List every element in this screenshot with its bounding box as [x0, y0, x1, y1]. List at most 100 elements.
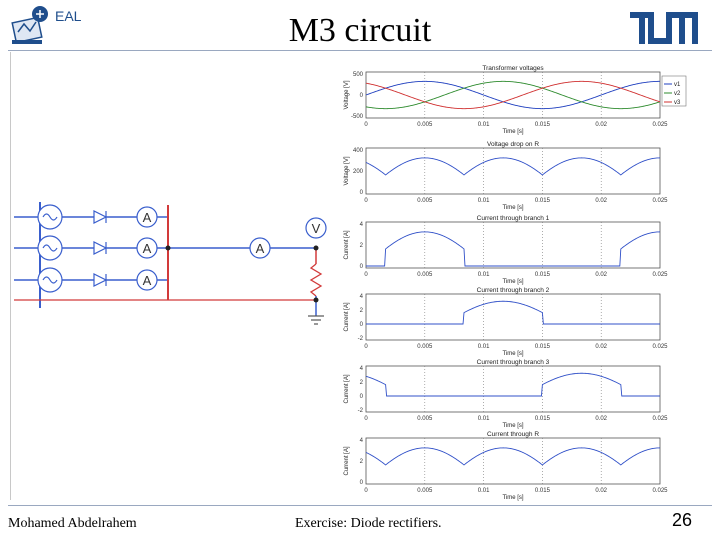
left-border: [10, 52, 11, 500]
x-tick-label: 0.015: [535, 122, 551, 128]
y-axis-label: Voltage [V]: [344, 80, 350, 109]
y-axis-label: Current [A]: [344, 374, 350, 403]
x-tick-label: 0.005: [417, 272, 433, 278]
x-tick-label: 0.025: [652, 198, 668, 204]
y-tick-label: 2: [360, 308, 364, 314]
author-name: Mohamed Abdelrahem: [8, 516, 137, 531]
x-tick-label: 0.025: [652, 344, 668, 350]
y-tick-label: 4: [360, 438, 364, 444]
x-tick-label: 0: [364, 416, 368, 422]
ammeter-3-label: A: [143, 273, 152, 288]
y-tick-label: 0: [360, 93, 364, 99]
plot-title: Current through branch 3: [477, 359, 550, 366]
y-tick-label: 200: [353, 169, 364, 175]
page-number: 26: [672, 510, 693, 530]
x-axis-label: Time [s]: [502, 205, 523, 211]
x-tick-label: 0.02: [595, 198, 607, 204]
diode-3-icon: [93, 273, 108, 287]
y-tick-label: 4: [360, 294, 364, 300]
y-axis-label: Voltage [V]: [344, 156, 350, 185]
x-tick-label: 0.015: [535, 344, 551, 350]
y-tick-label: 0: [360, 264, 364, 270]
plot-title: Current through branch 2: [477, 287, 550, 294]
slide-title: M3 circuit: [288, 12, 432, 49]
y-tick-label: 2: [360, 243, 364, 249]
x-tick-label: 0.02: [595, 122, 607, 128]
y-tick-label: 0: [360, 190, 364, 196]
x-tick-label: 0.02: [595, 272, 607, 278]
plot-frame: [365, 71, 661, 119]
ammeter-2-label: A: [143, 241, 152, 256]
x-axis-label: Time [s]: [502, 279, 523, 285]
x-tick-label: 0.015: [535, 198, 551, 204]
x-tick-label: 0.01: [478, 488, 490, 494]
y-tick-label: -2: [358, 336, 364, 342]
waveform-load-current: [365, 447, 661, 466]
y-tick-label: 0: [360, 394, 364, 400]
waveform-branch-3: [365, 372, 660, 397]
x-tick-label: 0.005: [417, 488, 433, 494]
y-tick-label: 4: [360, 366, 364, 372]
phase-row-2: A: [14, 235, 168, 261]
waveform-v2: [365, 80, 661, 110]
plot-frame: [365, 365, 661, 413]
voltmeter-icon: [305, 217, 327, 239]
waveform-v1: [365, 80, 660, 110]
x-tick-label: 0.01: [478, 122, 490, 128]
x-tick-label: 0.025: [652, 416, 668, 422]
x-tick-label: 0.02: [595, 416, 607, 422]
diode-1-icon: [93, 210, 108, 224]
x-tick-label: 0.005: [417, 198, 433, 204]
x-tick-label: 0.025: [652, 272, 668, 278]
x-tick-label: 0.01: [478, 272, 490, 278]
y-axis-label: Current [A]: [344, 446, 350, 475]
waveform-branch-1: [366, 231, 661, 267]
plot-frame: [365, 437, 661, 485]
y-axis-label: Current [A]: [344, 230, 350, 259]
x-tick-label: 0: [364, 122, 368, 128]
y-tick-label: 0: [360, 480, 364, 486]
header-rule: [8, 50, 712, 51]
diode-2-icon: [93, 241, 108, 255]
x-tick-label: 0.005: [417, 344, 433, 350]
x-tick-label: 0: [364, 488, 368, 494]
footer-rule: [8, 505, 712, 506]
tum-logo-icon: [630, 12, 698, 44]
phase-row-3: A: [14, 267, 168, 293]
plot-frame: [365, 147, 661, 195]
x-tick-label: 0.015: [535, 416, 551, 422]
x-tick-label: 0.02: [595, 488, 607, 494]
x-tick-label: 0.01: [478, 416, 490, 422]
x-tick-label: 0.015: [535, 272, 551, 278]
x-tick-label: 0.01: [478, 344, 490, 350]
eal-logo: [10, 4, 54, 48]
y-tick-label: -500: [351, 114, 364, 120]
waveform-load-voltage: [365, 157, 661, 176]
x-axis-label: Time [s]: [502, 423, 523, 429]
y-tick-label: 400: [353, 148, 364, 154]
x-tick-label: 0.02: [595, 344, 607, 350]
plot-title: Current through branch 1: [477, 215, 550, 222]
x-axis-label: Time [s]: [502, 495, 523, 501]
plot-title: Current through R: [487, 431, 539, 438]
waveform-branch-2: [366, 300, 660, 325]
plot-title: Voltage drop on R: [487, 141, 539, 148]
phase-row-1: A: [14, 204, 168, 230]
ammeter-3-icon: [136, 269, 158, 291]
legend-label: v1: [674, 82, 681, 88]
x-tick-label: 0: [364, 344, 368, 350]
y-tick-label: -2: [358, 408, 364, 414]
x-tick-label: 0: [364, 272, 368, 278]
plot-frame: [365, 221, 661, 269]
ammeter-2-icon: [136, 237, 158, 259]
x-tick-label: 0.025: [652, 122, 668, 128]
waveform-v3: [365, 80, 661, 110]
load-resistor-icon: [309, 263, 323, 297]
y-tick-label: 2: [360, 380, 364, 386]
